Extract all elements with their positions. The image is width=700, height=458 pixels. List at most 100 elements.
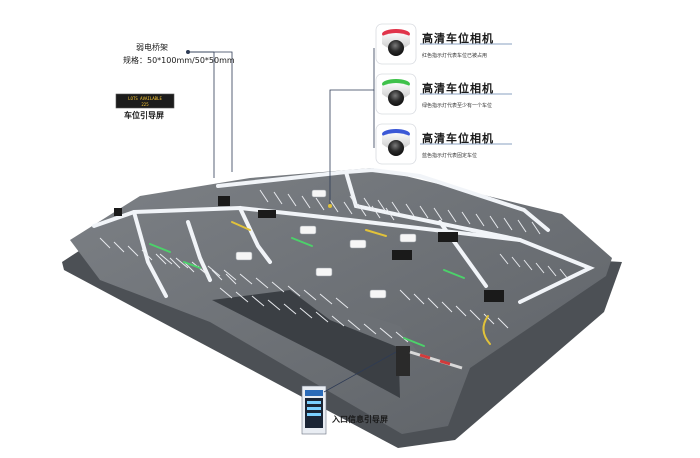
bay-line <box>469 309 481 321</box>
bay-line <box>315 311 329 323</box>
car <box>369 289 387 299</box>
car <box>315 267 333 277</box>
bay-line <box>99 237 111 249</box>
bay-line <box>385 207 395 221</box>
guidance-screen-line1: LOTS AVAILABLE <box>128 96 162 101</box>
bay-line <box>499 253 509 265</box>
bay-line <box>303 289 317 301</box>
bay-line <box>427 297 439 309</box>
bay-line <box>379 327 393 339</box>
camera-blue-title: 高清车位相机 <box>422 132 494 145</box>
camera-green-description: 绿色指示灯代表至少有一个车位 <box>422 103 493 109</box>
bay-line <box>223 269 237 281</box>
bay-line <box>419 205 429 219</box>
bay-line <box>273 191 283 205</box>
led-screen <box>392 250 412 260</box>
bay-line <box>259 189 269 203</box>
camera-red-description: 红色指示灯代表车位已被占用 <box>422 53 488 59</box>
led-screen <box>258 210 276 218</box>
bay-line <box>141 249 153 261</box>
led-screen <box>438 232 458 242</box>
bay-line <box>517 219 527 233</box>
bay-line <box>433 207 443 221</box>
bay-line <box>207 265 221 277</box>
led-screen <box>114 208 122 216</box>
bay-line <box>329 199 339 213</box>
bay-line <box>547 265 557 277</box>
bay-line <box>503 217 513 231</box>
led-screen <box>218 196 230 206</box>
bay-line <box>395 331 409 343</box>
bay-line <box>535 262 545 274</box>
bay-line <box>347 319 361 331</box>
bay-line <box>113 241 125 253</box>
bay-line <box>531 221 541 235</box>
bay-line <box>287 285 301 297</box>
bay-line <box>377 199 387 213</box>
bay-line <box>267 299 281 311</box>
bay-line <box>511 256 521 268</box>
bay-line <box>251 295 265 307</box>
bay-line <box>363 323 377 335</box>
bay-line <box>391 201 401 215</box>
bay-line <box>271 281 285 293</box>
camera-blue-description: 蓝色指示灯代表固定车位 <box>422 153 478 159</box>
bay-line <box>301 195 311 209</box>
car <box>299 225 317 235</box>
bay-line <box>211 269 223 281</box>
camera-red <box>375 23 417 65</box>
bay-line <box>331 315 345 327</box>
bay-line <box>447 209 457 223</box>
bay-line <box>475 213 485 227</box>
camera-panels <box>375 23 512 165</box>
bay-line <box>489 215 499 229</box>
parked-cars <box>235 189 417 299</box>
bay-line <box>371 205 381 219</box>
bay-line <box>461 211 471 225</box>
bay-line <box>357 203 367 217</box>
bay-line <box>159 253 173 265</box>
bay-line <box>315 197 325 211</box>
entrance-guidance-screen-label: 入口信息引导屏 <box>332 415 388 424</box>
car <box>399 233 417 243</box>
entrance-guidance-kiosk <box>301 385 327 435</box>
car <box>311 189 327 198</box>
bay-line <box>127 245 139 257</box>
direction-arrows <box>149 221 491 347</box>
leader-dot <box>186 50 190 54</box>
bay-line <box>497 317 509 329</box>
bay-line <box>239 273 253 285</box>
bay-line <box>559 268 569 280</box>
led-screen <box>484 290 504 302</box>
bay-line <box>363 197 373 211</box>
ramp-side <box>290 290 420 356</box>
camera-red-title: 高清车位相机 <box>422 32 494 45</box>
bay-line <box>169 257 181 269</box>
bay-line <box>235 291 249 303</box>
camera-blue <box>375 123 417 165</box>
bay-line <box>175 257 189 269</box>
bay-line <box>155 253 167 265</box>
parking-bays <box>99 189 569 343</box>
cable-tray-spec: 规格：50*100mm/50*50mm <box>123 56 235 65</box>
bay-line <box>219 287 233 299</box>
bay-line <box>405 203 415 217</box>
bay-line <box>523 259 533 271</box>
cable-tray-title: 弱电桥架 <box>136 43 168 52</box>
car <box>235 251 253 261</box>
in-lot-screens <box>114 196 504 302</box>
bay-line <box>441 301 453 313</box>
bay-line <box>399 289 411 301</box>
space-guidance-screen-label: 车位引导屏 <box>124 111 164 120</box>
camera-green-title: 高清车位相机 <box>422 82 494 95</box>
bay-line <box>255 277 269 289</box>
space-guidance-screen <box>115 93 175 109</box>
camera-green <box>375 73 417 115</box>
guidance-screen-line2: 225 <box>141 102 149 107</box>
car <box>349 239 367 249</box>
bay-line <box>299 307 313 319</box>
leader-dot <box>328 204 332 208</box>
guidance-screen-display: LOTS AVAILABLE 225 <box>118 96 172 108</box>
leader-lines <box>188 48 397 393</box>
